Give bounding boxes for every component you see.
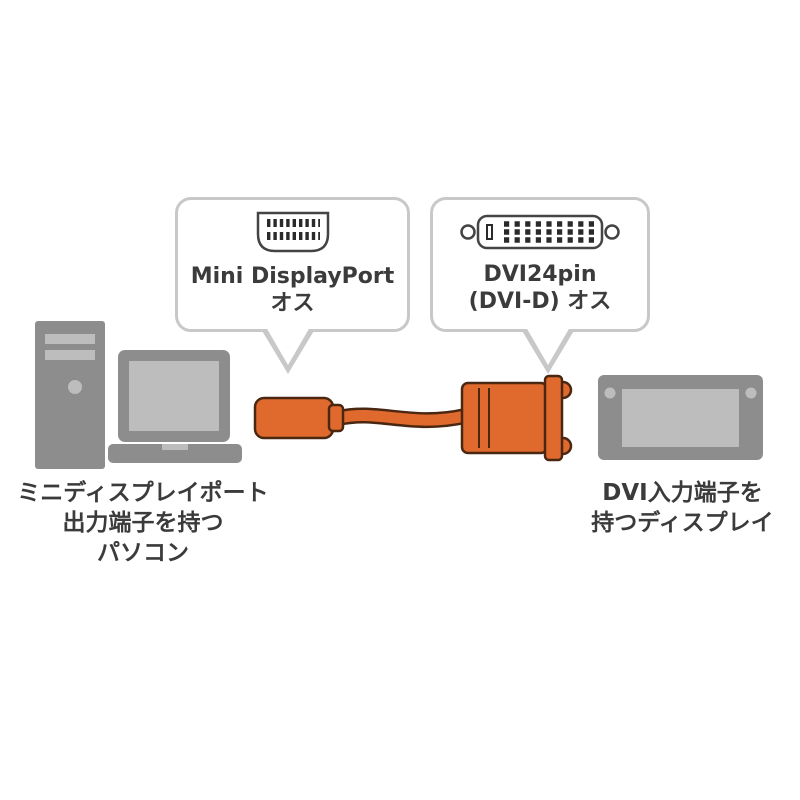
callout-mini-dp-subtitle: オス — [270, 291, 315, 316]
caption-target-display-line2: 持つディスプレイ — [591, 510, 774, 536]
cable-cord — [331, 407, 473, 429]
callout-mini-displayport: Mini DisplayPort オス — [175, 197, 410, 374]
caption-target-display-line1: DVI入力端子を — [602, 480, 763, 506]
callout-dvi24pin: DVI24pin (DVI-D) オス — [430, 197, 650, 374]
caption-source-pc-line3: パソコン — [97, 540, 189, 566]
mini-dp-plug — [253, 396, 345, 440]
mini-displayport-connector-icon — [256, 211, 329, 253]
caption-target-display: DVI入力端子を 持つディスプレイ — [575, 478, 790, 538]
display-monitor-icon — [598, 375, 763, 460]
caption-source-pc-line2: 出力端子を持つ — [62, 510, 224, 536]
dvi24pin-connector-icon — [460, 214, 620, 250]
caption-source-pc: ミニディスプレイポート 出力端子を持つ パソコン — [8, 478, 278, 568]
laptop-icon — [108, 350, 242, 463]
desktop-tower-icon — [35, 321, 105, 469]
callout-dvi-title: DVI24pin — [483, 262, 597, 287]
mini-dp-to-dvi-cable-graphic — [253, 374, 573, 462]
dvi-plug — [460, 374, 573, 462]
callout-mini-dp-title: Mini DisplayPort — [190, 264, 395, 289]
callout-dvi-subtitle: (DVI-D) オス — [468, 289, 612, 314]
caption-source-pc-line1: ミニディスプレイポート — [17, 480, 269, 506]
